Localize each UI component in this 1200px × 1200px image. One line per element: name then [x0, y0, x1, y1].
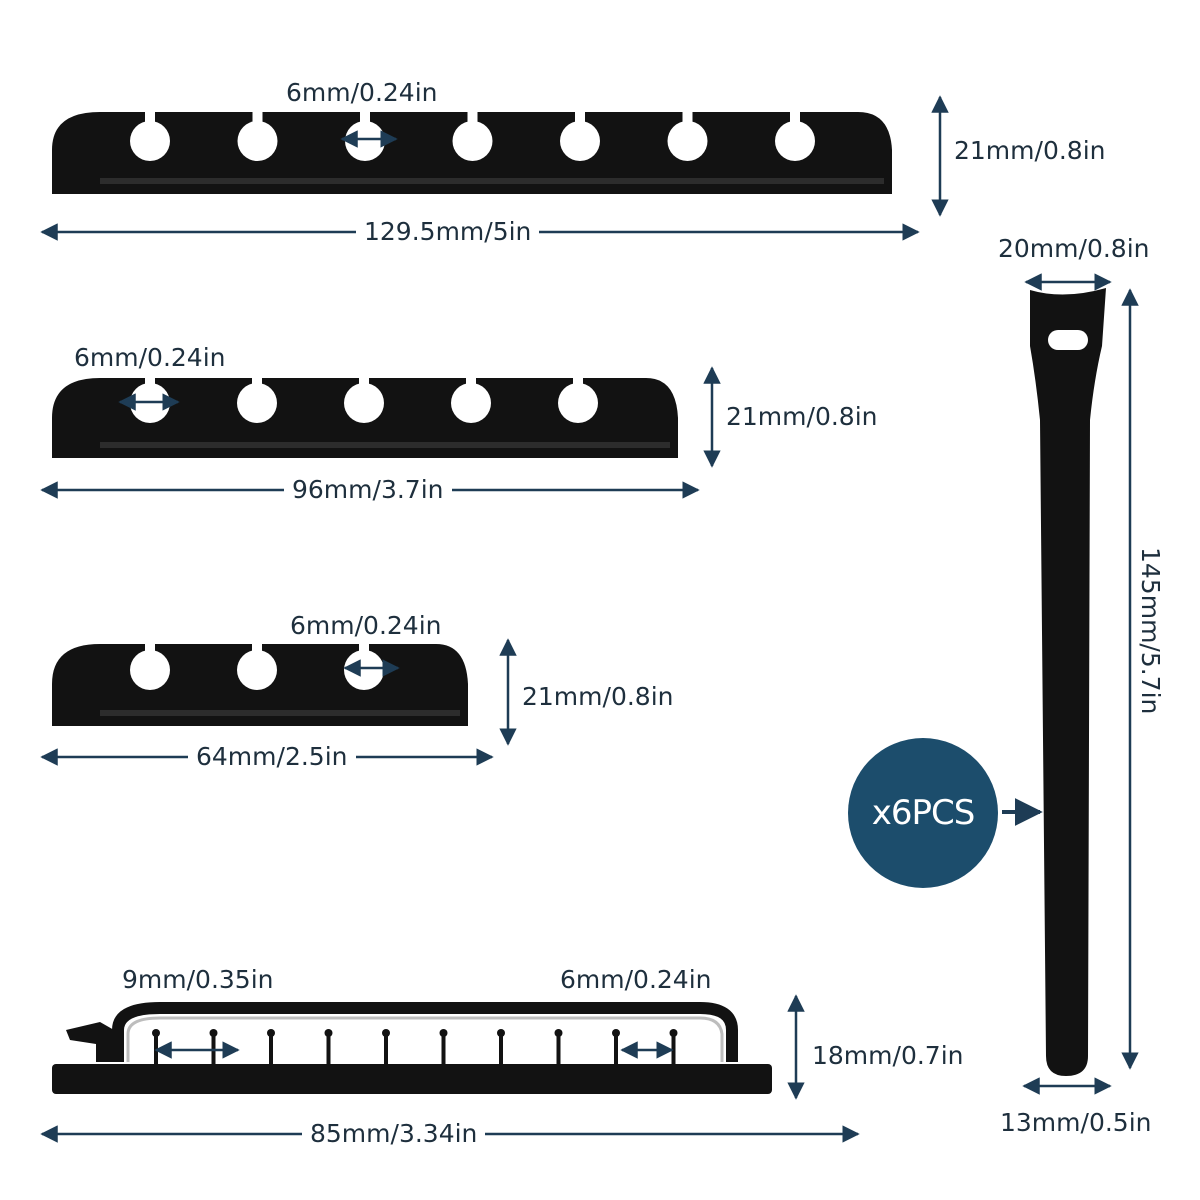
holder-highlight: [100, 442, 670, 448]
organizer-pin-cap: [612, 1029, 620, 1037]
holder-2-length-label: 96mm/3.7in: [284, 475, 452, 505]
holder-highlight: [100, 178, 884, 184]
holder-1-slot-label: 6mm/0.24in: [286, 78, 438, 107]
holder-slot-hole: [237, 383, 277, 423]
organizer-large-slot-label: 9mm/0.35in: [122, 965, 274, 994]
organizer-height-label: 18mm/0.7in: [812, 1041, 964, 1070]
strap-slot: [1048, 330, 1088, 350]
holder-slot-opening: [145, 110, 155, 139]
strap-length-label: 145mm/5.7in: [1135, 547, 1165, 715]
organizer-pins: [152, 1029, 678, 1064]
holder-highlight: [100, 710, 460, 716]
organizer-small-slot-label: 6mm/0.24in: [560, 965, 712, 994]
cable-holder-7-slot: [52, 110, 892, 194]
cable-holder-3-slot: [52, 642, 468, 726]
holder-slot-hole: [130, 121, 170, 161]
holder-slot-opening: [573, 376, 583, 401]
organizer-pin-cap: [439, 1029, 448, 1037]
holder-slot-hole: [667, 121, 708, 161]
holder-slot-opening: [790, 110, 800, 139]
strap-bottom-width-label: 13mm/0.5in: [1000, 1108, 1152, 1137]
strap-top-width-label: 20mm/0.8in: [998, 234, 1150, 263]
holder-slot-opening: [145, 376, 155, 401]
cable-organizer-clip: [52, 1002, 772, 1094]
cable-holder-5-slot: [52, 376, 678, 458]
holder-slot-opening: [575, 110, 585, 139]
holder-slot-opening: [360, 110, 370, 139]
holder-slot-hole: [237, 650, 277, 690]
holder-slot-opening: [466, 376, 476, 401]
holder-slot-hole: [558, 383, 598, 423]
holder-slot-opening: [145, 642, 155, 668]
organizer-latch: [66, 1022, 114, 1062]
holder-slot-hole: [237, 121, 278, 161]
quantity-badge: x6PCS: [848, 738, 998, 888]
organizer-pin-cap: [554, 1029, 563, 1037]
holder-slots: [130, 110, 815, 161]
organizer-length-label: 85mm/3.34in: [302, 1119, 486, 1149]
organizer-clip-inner: [126, 1016, 724, 1062]
velcro-strap: [1030, 288, 1106, 1076]
organizer-pin-cap: [382, 1029, 390, 1037]
holder-slot-hole: [130, 650, 170, 690]
holder-slot-hole: [775, 121, 815, 161]
holder-2-height-label: 21mm/0.8in: [726, 402, 878, 431]
holder-3-length-label: 64mm/2.5in: [188, 742, 356, 772]
holder-slot-opening: [252, 376, 262, 401]
organizer-pin-cap: [209, 1029, 218, 1037]
organizer-pin-cap: [324, 1029, 333, 1037]
holder-1-length-label: 129.5mm/5in: [356, 217, 540, 247]
holder-slot-hole: [344, 383, 384, 423]
holder-2-slot-label: 6mm/0.24in: [74, 343, 226, 372]
holder-3-height-label: 21mm/0.8in: [522, 682, 674, 711]
holder-slot-hole: [452, 121, 493, 161]
holder-slot-opening: [252, 642, 262, 668]
strap-body: [1030, 288, 1106, 1076]
holder-1-height-label: 21mm/0.8in: [954, 136, 1106, 165]
organizer-clip-arc: [112, 1002, 738, 1062]
organizer-pin-cap: [497, 1029, 505, 1037]
holder-slot-opening: [359, 376, 369, 401]
holder-3-slot-label: 6mm/0.24in: [290, 611, 442, 640]
holder-slot-opening: [467, 110, 478, 139]
organizer-pin-cap: [267, 1029, 275, 1037]
holder-slot-hole: [451, 383, 491, 423]
holder-slot-opening: [682, 110, 693, 139]
holder-slot-opening: [252, 110, 263, 139]
holder-slot-opening: [359, 642, 369, 668]
organizer-pin-cap: [669, 1029, 678, 1037]
holder-slot-hole: [560, 121, 600, 161]
organizer-base: [52, 1064, 772, 1094]
organizer-pin-cap: [152, 1029, 160, 1037]
